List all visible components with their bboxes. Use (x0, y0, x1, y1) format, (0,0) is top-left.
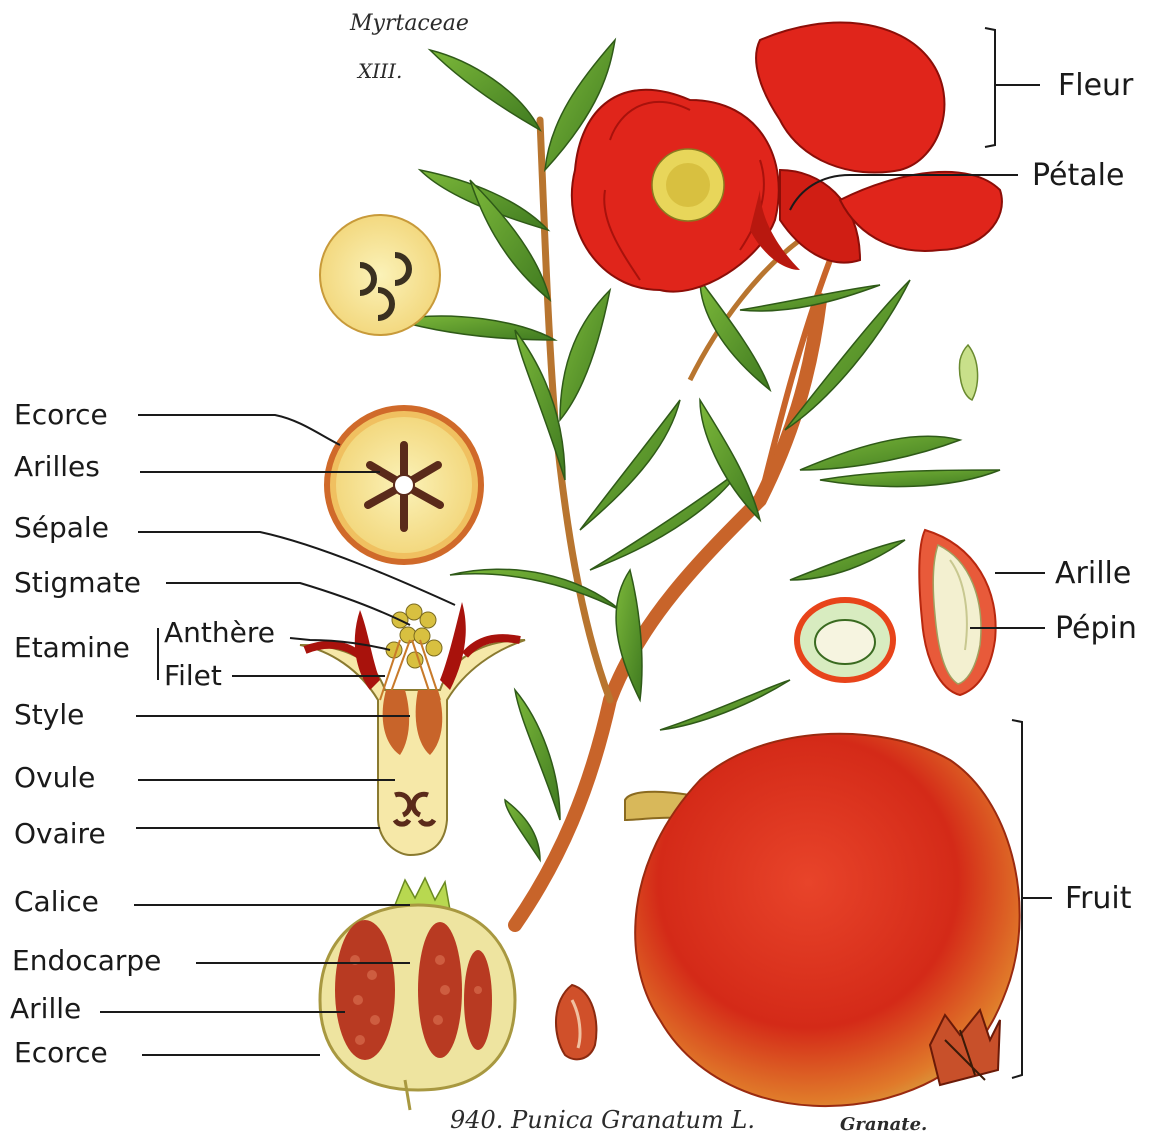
label-pepin: Pépin (1055, 611, 1137, 646)
fruit-whole (625, 734, 1020, 1106)
label-style: Style (14, 698, 84, 731)
label-anthere: Anthère (164, 616, 275, 649)
flower-buds (750, 23, 1002, 270)
label-ovaire: Ovaire (14, 817, 106, 850)
plate-header-number: XIII. (356, 59, 402, 83)
label-arille-left: Arille (10, 992, 81, 1025)
label-ovule: Ovule (14, 761, 95, 794)
seed-small-top (960, 345, 978, 400)
aril-seed-section (919, 530, 995, 695)
cross-section-small (320, 215, 440, 335)
label-endocarpe: Endocarpe (12, 944, 161, 977)
label-filet: Filet (164, 659, 222, 692)
label-arille-right: Arille (1055, 556, 1131, 591)
label-arilles: Arilles (14, 450, 100, 483)
label-etamine: Etamine (14, 631, 130, 664)
label-ecorce-bottom: Ecorce (14, 1036, 108, 1069)
plate-caption-common: Granate. (840, 1114, 927, 1135)
label-petale: Pétale (1032, 158, 1124, 193)
cross-section-arilles (327, 408, 481, 562)
label-ecorce-top: Ecorce (14, 398, 108, 431)
seed-single (556, 985, 596, 1059)
flower-open (572, 90, 779, 292)
label-fleur: Fleur (1058, 68, 1134, 103)
fruit-halved (320, 878, 515, 1110)
label-sepale: Sépale (14, 511, 109, 544)
label-calice: Calice (14, 885, 99, 918)
label-fruit: Fruit (1065, 881, 1132, 916)
seed-section-round (797, 600, 893, 680)
label-stigmate: Stigmate (14, 566, 141, 599)
plate-caption-latin: 940. Punica Granatum L. (450, 1106, 755, 1134)
plate-header-family: Myrtaceae (349, 11, 469, 36)
